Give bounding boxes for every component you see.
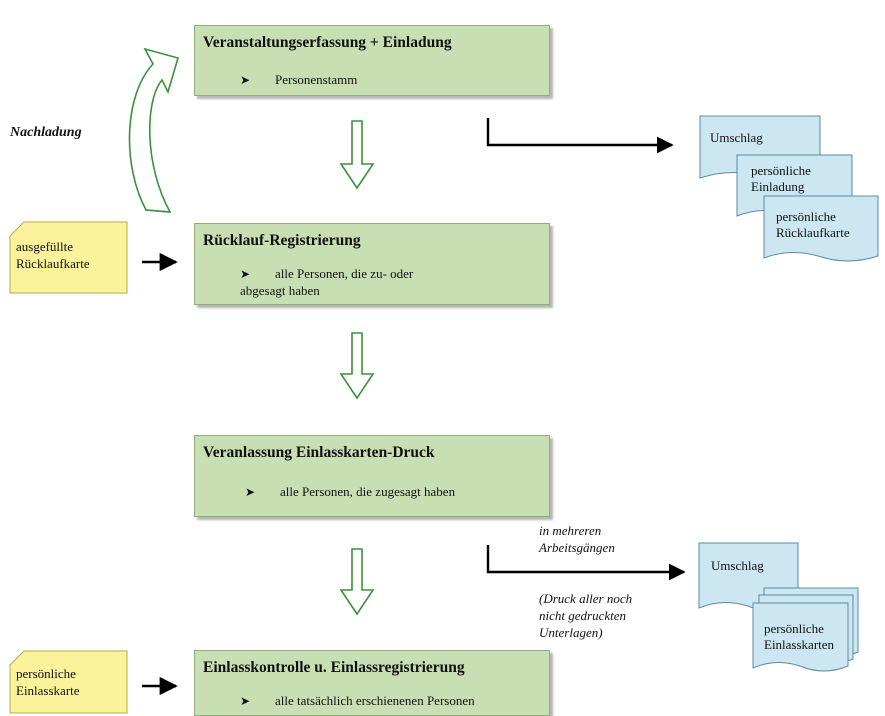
print-note-line1: in mehreren xyxy=(539,523,602,538)
loop-arrow xyxy=(128,47,179,213)
doc-line1: persönliche xyxy=(751,163,811,178)
step-title: Veranstaltungserfassung + Einladung xyxy=(203,34,452,51)
doc-entry-cards: persönliche Einlasskarten xyxy=(764,621,834,653)
step-title: Einlasskontrolle u. Einlassregistrierung xyxy=(203,659,465,676)
input-note-shape-1 xyxy=(9,221,128,294)
doc-envelope-2: Umschlag xyxy=(711,558,764,573)
down-arrow-3 xyxy=(339,548,375,616)
input-note-line2: Rücklaufkarte xyxy=(16,256,90,271)
output-arrow-2 xyxy=(486,545,686,581)
step-event-capture: Veranstaltungserfassung + Einladung ➤ Pe… xyxy=(194,25,550,96)
loop-arrow-tail xyxy=(145,209,171,213)
print-note: in mehreren Arbeitsgängen xyxy=(539,522,615,556)
doc-line2: Einlasskarten xyxy=(764,637,835,652)
step-print-order: Veranlassung Einlasskarten-Druck ➤ alle … xyxy=(194,435,550,517)
bullet-arrow-icon: ➤ xyxy=(240,73,251,87)
input-note-line2: Einlasskarte xyxy=(16,683,80,698)
doc-invitation: persönliche Einladung xyxy=(751,163,811,195)
input-note-shape-2 xyxy=(9,650,128,714)
print-note-line5: Unterlagen) xyxy=(539,625,603,640)
bullet-arrow-icon: ➤ xyxy=(240,694,251,708)
input-note-reply-card: ausgefüllte Rücklaufkarte xyxy=(16,238,90,272)
bullet-arrow-icon: ➤ xyxy=(240,267,251,281)
doc-line1: persönliche xyxy=(764,621,824,636)
doc-reply-card: persönliche Rücklaufkarte xyxy=(776,209,850,241)
bullet-arrow-icon: ➤ xyxy=(245,485,256,499)
doc-line2: Einladung xyxy=(751,179,805,194)
doc-envelope-1: Umschlag xyxy=(710,130,763,145)
step-entry-control: Einlasskontrolle u. Einlassregistrierung… xyxy=(194,650,550,716)
bullet-text-line1: alle Personen, die zu- oder xyxy=(275,266,414,281)
down-arrow-1 xyxy=(339,120,375,190)
bullet-text: alle tatsächlich erschienenen Personen xyxy=(275,693,475,708)
print-note-line4: nicht gedruckten xyxy=(539,608,626,623)
doc-stack-1 xyxy=(699,115,879,262)
print-note-line3: (Druck aller noch xyxy=(539,591,633,606)
doc-stack-2 xyxy=(698,542,859,672)
input-note-line1: persönliche xyxy=(16,666,76,681)
step-title: Veranlassung Einlasskarten-Druck xyxy=(203,444,435,461)
down-arrow-2 xyxy=(339,332,375,400)
input-note-line1: ausgefüllte xyxy=(16,239,74,254)
step-reply-registration: Rücklauf-Registrierung ➤ alle Personen, … xyxy=(194,223,550,305)
bullet-text-line2: abgesagt haben xyxy=(240,283,320,298)
print-note-detail: (Druck aller noch nicht gedruckten Unter… xyxy=(539,590,632,641)
doc-line1: persönliche xyxy=(776,209,836,224)
input-note-entry-card: persönliche Einlasskarte xyxy=(16,665,80,699)
output-arrow-1 xyxy=(486,118,674,154)
doc-line2: Rücklaufkarte xyxy=(776,225,850,240)
step-title: Rücklauf-Registrierung xyxy=(203,232,361,249)
print-note-line2: Arbeitsgängen xyxy=(539,540,615,555)
bullet-text: Personenstamm xyxy=(275,72,358,87)
bullet-text: alle Personen, die zugesagt haben xyxy=(280,484,456,499)
loop-label: Nachladung xyxy=(10,125,82,140)
